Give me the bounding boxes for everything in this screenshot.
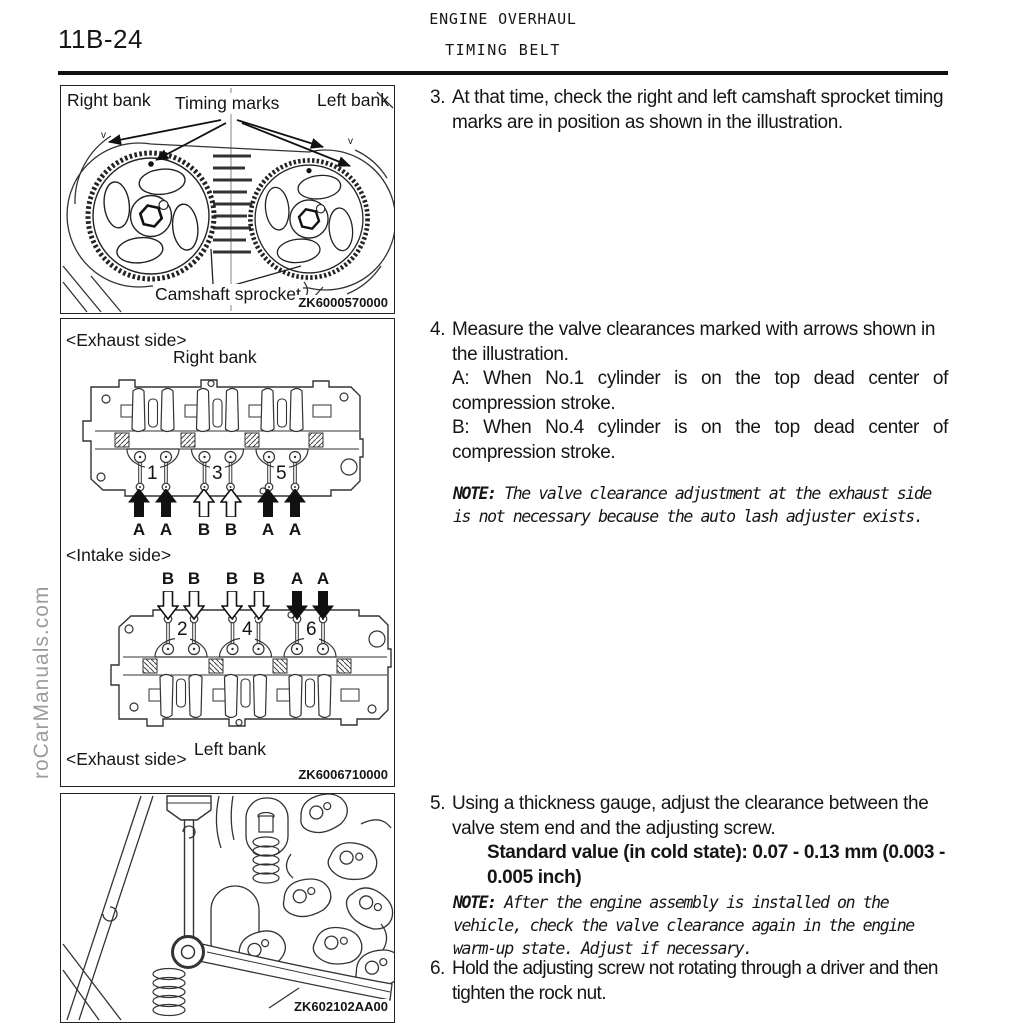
svg-text:v: v xyxy=(348,136,353,147)
note-4: NOTE: The valve clearance adjustment at … xyxy=(430,482,948,528)
figure2-label-exhaust-bottom: <Exhaust side> xyxy=(66,749,187,769)
step-number: 6. xyxy=(430,958,445,979)
step-text: At that time, check the right and left c… xyxy=(452,87,944,133)
note-text: The valve clearance adjustment at the ex… xyxy=(453,484,932,526)
figure-valve-clearance: <Exhaust side> Right bank <Intake side> … xyxy=(60,318,395,787)
note-text: After the engine assembly is installed o… xyxy=(453,893,915,958)
step-number: 5. xyxy=(430,793,446,814)
valve-letter: B xyxy=(187,569,201,588)
figure-camshaft-sprockets: v v Right bank Timing marks Left bank Ca… xyxy=(60,85,397,314)
step-number: 4. xyxy=(430,319,446,340)
valve-arrow xyxy=(286,591,308,619)
figure2-code: ZK6006710000 xyxy=(297,767,389,782)
figure2-label-intake: <Intake side> xyxy=(66,545,172,565)
step-4-item-a: A: When No.1 cylinder is on the top dead… xyxy=(452,368,948,414)
valve-letter: B xyxy=(197,520,211,539)
page-number: 11B-24 xyxy=(58,24,143,54)
figure1-label-timing-marks: Timing marks xyxy=(173,93,282,114)
valve-arrow xyxy=(220,489,242,517)
cylinder-number: 4 xyxy=(240,619,255,641)
step-number: 3. xyxy=(430,87,446,108)
cylinder-number: 5 xyxy=(274,463,289,485)
step-4-item-b: B: When No.4 cylinder is on the top dead… xyxy=(452,417,948,463)
cylinder-number: 3 xyxy=(210,463,225,485)
watermark: roCarManuals.com xyxy=(30,585,53,779)
step-text: Measure the valve clearances marked with… xyxy=(452,319,936,365)
valve-letter: A xyxy=(261,520,275,539)
valve-arrow xyxy=(183,591,205,619)
step-3: 3. At that time, check the right and lef… xyxy=(430,86,948,135)
valve-arrow xyxy=(128,489,150,517)
camshaft-sprockets-drawing: v v xyxy=(62,88,397,313)
figure3-code: ZK602102AA00 xyxy=(293,999,389,1014)
figure2-label-left-bank: Left bank xyxy=(192,739,268,760)
header-title-line1: ENGINE OVERHAUL xyxy=(429,10,577,28)
figure1-label-camshaft-sprocket: Camshaft sprocket xyxy=(153,284,303,305)
figure2-label-exhaust-top: <Exhaust side> xyxy=(66,330,187,350)
step-text: Hold the adjusting screw not rotating th… xyxy=(452,958,938,1004)
step-5: 5. Using a thickness gauge, adjust the c… xyxy=(430,792,948,890)
valve-arrow xyxy=(221,591,243,619)
valve-letter: B xyxy=(161,569,175,588)
figure1-label-left-bank: Left bank xyxy=(317,90,389,110)
valve-letter: A xyxy=(290,569,304,588)
page-header: ENGINE OVERHAUL TIMING BELT xyxy=(0,10,1006,59)
valve-letter: A xyxy=(132,520,146,539)
valve-arrow xyxy=(284,489,306,517)
valve-letter: B xyxy=(225,569,239,588)
note-5: NOTE: After the engine assembly is insta… xyxy=(430,891,948,960)
cylinder-number: 1 xyxy=(145,463,160,485)
valve-arrow xyxy=(193,489,215,517)
valve-letter: A xyxy=(159,520,173,539)
figure-thickness-gauge: ZK602102AA00 xyxy=(60,789,407,1023)
step-6: 6. Hold the adjusting screw not rotating… xyxy=(430,957,948,1006)
note-label: NOTE: xyxy=(453,484,497,503)
valve-arrow xyxy=(257,489,279,517)
header-rule xyxy=(58,71,948,75)
valve-arrow xyxy=(157,591,179,619)
figure2-label-right-bank: Right bank xyxy=(173,347,257,367)
valve-arrow xyxy=(312,591,334,619)
adjusting-screw-drawing xyxy=(62,789,407,1021)
figure1-code: ZK6000570000 xyxy=(297,295,389,310)
valve-letter: B xyxy=(252,569,266,588)
note-label: NOTE: xyxy=(453,893,497,912)
svg-text:v: v xyxy=(101,130,106,141)
step-4: 4. Measure the valve clearances marked w… xyxy=(430,318,948,465)
valve-arrow xyxy=(248,591,270,619)
figure1-label-right-bank: Right bank xyxy=(67,90,151,110)
step-text: Using a thickness gauge, adjust the clea… xyxy=(452,793,929,839)
standard-value: Standard value (in cold state): 0.07 - 0… xyxy=(487,842,946,888)
valve-arrow xyxy=(155,489,177,517)
cylinder-number: 6 xyxy=(304,619,319,641)
header-title-line2: TIMING BELT xyxy=(445,41,561,59)
cylinder-number: 2 xyxy=(175,619,190,641)
valve-letter: A xyxy=(288,520,302,539)
valve-letter: B xyxy=(224,520,238,539)
valve-letter: A xyxy=(316,569,330,588)
